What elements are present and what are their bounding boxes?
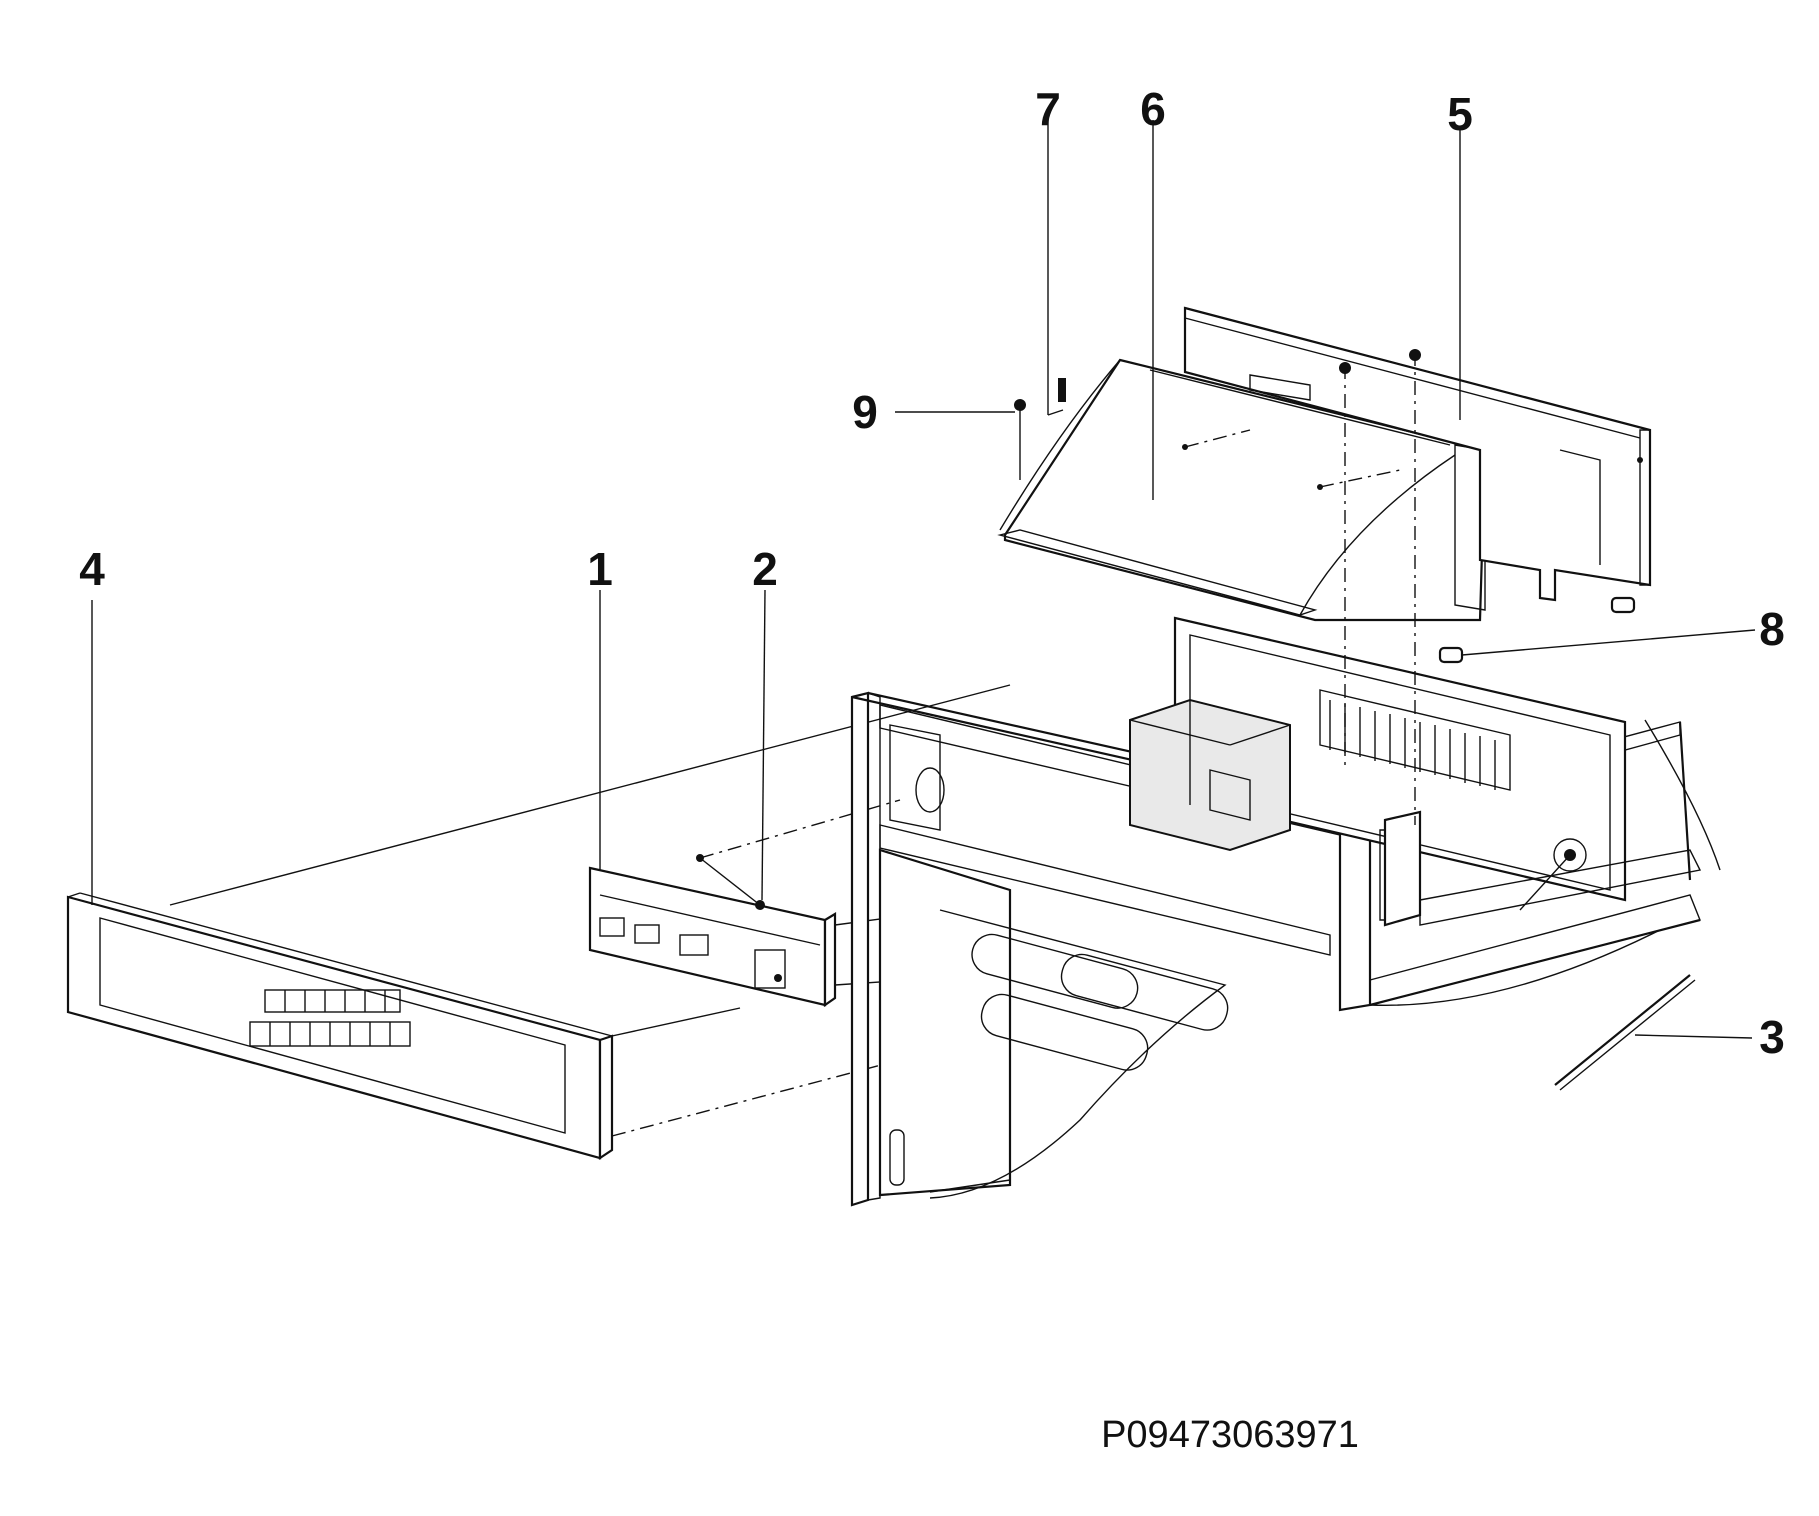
- part-6-top-cover: [997, 358, 1487, 622]
- callout-7: 7: [1035, 83, 1061, 135]
- callout-1: 1: [587, 543, 613, 595]
- oven-body-frame: [850, 691, 1721, 1207]
- callout-8: 8: [1759, 603, 1785, 655]
- oven-cavity-front: [878, 848, 1229, 1199]
- part-1-electronic-board: [588, 866, 837, 1008]
- diagram-code: P09473063971: [1101, 1414, 1359, 1456]
- part-7-screw: [1047, 118, 1066, 416]
- part-4-control-panel: [66, 684, 1011, 1161]
- leader-lines: [91, 120, 1461, 905]
- part-9-screw: [895, 399, 1026, 480]
- callout-4: 4: [79, 543, 105, 595]
- part-8-clip: [1438, 596, 1756, 664]
- keypad-buttons: [249, 989, 411, 1047]
- callout-5: 5: [1447, 88, 1473, 140]
- callout-3: 3: [1759, 1011, 1785, 1063]
- callout-2: 2: [752, 543, 778, 595]
- part-5-rear-panel: [1183, 306, 1652, 602]
- callout-6: 6: [1140, 83, 1166, 135]
- back-electrical-panel: [1129, 616, 1702, 927]
- callout-9: 9: [852, 386, 878, 438]
- part-3-rod: [1554, 974, 1753, 1091]
- vent-grille: [1319, 689, 1511, 791]
